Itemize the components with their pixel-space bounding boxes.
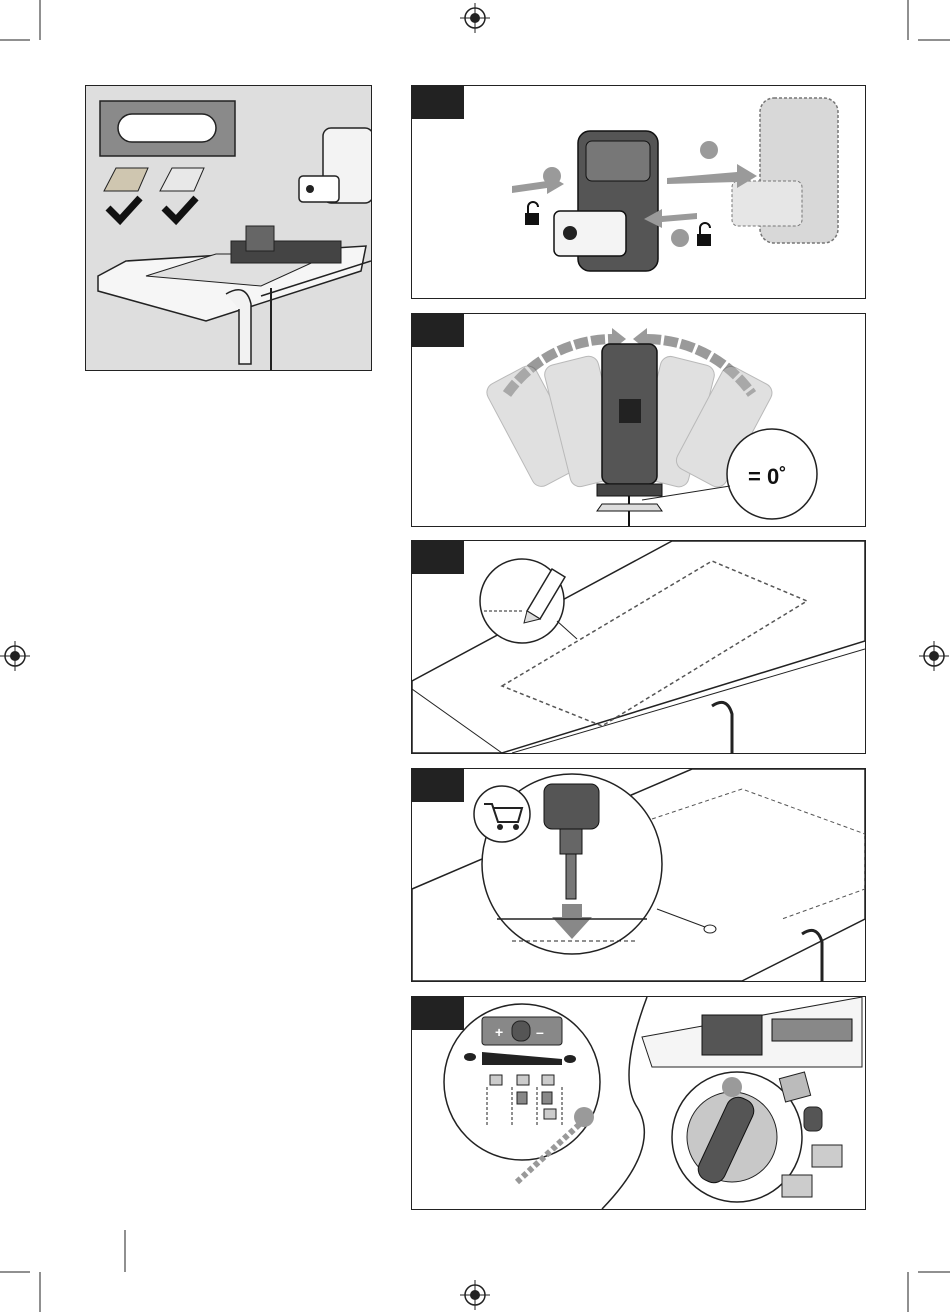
battery-pack-icon (732, 98, 838, 243)
battery-removal-illustration (412, 86, 865, 298)
panel-drilling (411, 768, 866, 982)
panel-marking (411, 540, 866, 754)
turtle-icon (564, 1055, 576, 1063)
checkmark-icon (164, 198, 196, 220)
wood-sample-icon (104, 168, 148, 191)
rabbit-icon (464, 1053, 476, 1061)
svg-text:–: – (536, 1024, 544, 1040)
panel-preparation (85, 85, 372, 371)
unlock-icon (697, 223, 711, 246)
speed-dial-icon: + – (482, 1017, 562, 1045)
stroke-settings-illustration: + – (412, 997, 865, 1209)
bevel-illustration (412, 314, 865, 526)
registration-mark-right (919, 641, 949, 671)
panel-bevel-angle: = 0˚ (411, 313, 866, 527)
battery-pack-icon (554, 131, 658, 271)
registration-mark-bottom (460, 1280, 490, 1310)
battery-icon (299, 128, 371, 203)
checkmark-icon (108, 198, 140, 220)
marking-illustration (412, 541, 865, 753)
svg-text:+: + (495, 1024, 503, 1040)
preparation-illustration (86, 86, 371, 370)
panel-stroke-settings: + – (411, 996, 866, 1210)
tile-sample-icon (160, 168, 204, 191)
panel-battery-removal (411, 85, 866, 299)
registration-mark-left (0, 641, 30, 671)
unlock-icon (525, 202, 539, 225)
registration-mark-top (460, 3, 490, 33)
bevel-angle-label: = 0˚ (748, 464, 787, 490)
drilling-illustration (412, 769, 865, 981)
